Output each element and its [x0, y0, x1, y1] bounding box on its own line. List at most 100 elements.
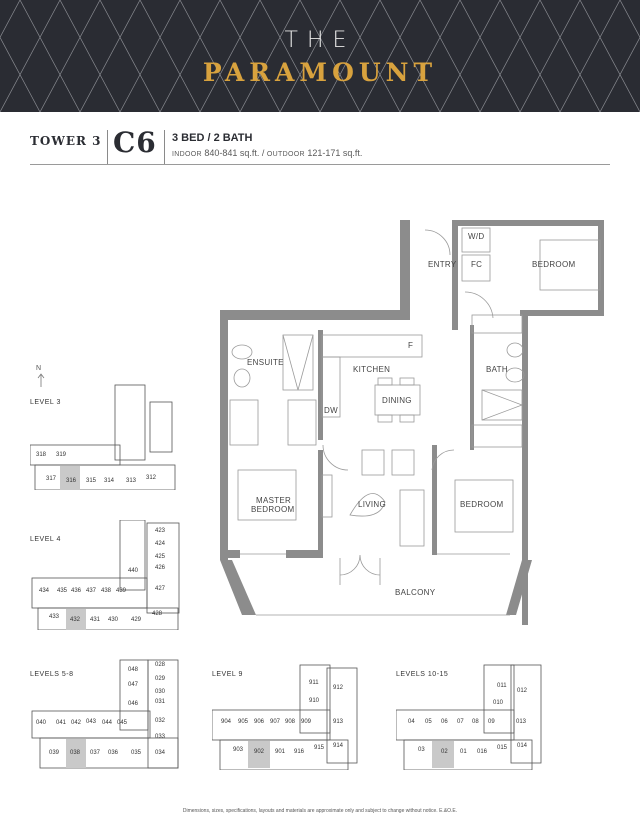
unit-439: 439 [116, 588, 127, 594]
unit-015: 015 [497, 745, 508, 751]
unit-907: 907 [270, 719, 281, 725]
beds-baths: 3 BED / 2 BATH [172, 132, 253, 144]
unit-436: 436 [71, 588, 82, 594]
room-label-bath: BATH [486, 365, 508, 374]
unit-045: 045 [117, 720, 128, 726]
disclaimer: Dimensions, sizes, specifications, layou… [182, 808, 458, 814]
unit-428: 428 [152, 611, 163, 617]
unit-440: 440 [128, 568, 139, 574]
unit-904: 904 [221, 719, 232, 725]
outdoor-value: 121-171 sq.ft. [307, 148, 363, 158]
unit-029: 029 [155, 676, 166, 682]
unit-315: 315 [86, 478, 97, 484]
unit-312: 312 [146, 475, 157, 481]
north-label: N [36, 365, 42, 372]
unit-913: 913 [333, 719, 344, 725]
header-banner: THE PARAMOUNT [0, 0, 640, 112]
unit-06: 06 [441, 719, 448, 725]
room-label-balcony: BALCONY [395, 588, 436, 597]
unit-316: 316 [66, 478, 77, 484]
area-info: INDOOR 840-841 sq.ft. / OUTDOOR 121-171 … [172, 148, 362, 158]
unit-425: 425 [155, 554, 166, 560]
unit-035: 035 [131, 750, 142, 756]
unit-317: 317 [46, 476, 57, 482]
rule-line [30, 164, 610, 165]
unit-903: 903 [233, 747, 244, 753]
unit-048: 048 [128, 667, 139, 673]
unit-010: 010 [493, 700, 504, 706]
room-label-entry: ENTRY [428, 260, 457, 269]
floor-plan: ENTRY W/D FC BEDROOM ENSUITE KITCHEN F D… [210, 210, 620, 710]
unit-910: 910 [309, 698, 320, 704]
unit-438: 438 [101, 588, 112, 594]
unit-916: 916 [294, 749, 305, 755]
unit-915: 915 [314, 745, 325, 751]
keyplan-level3 [30, 384, 176, 490]
unit-905: 905 [238, 719, 249, 725]
unit-038: 038 [70, 750, 81, 756]
suite-info: TOWER 3 C6 3 BED / 2 BATH INDOOR 840-841… [30, 126, 610, 166]
unit-901: 901 [275, 749, 286, 755]
room-label-kitchen: KITCHEN [353, 365, 391, 374]
keyplan-title-level9: LEVEL 9 [212, 671, 243, 678]
divider [107, 130, 108, 164]
brand-name: PARAMOUNT [202, 58, 438, 87]
unit-909: 909 [301, 719, 312, 725]
room-label-wd: W/D [468, 232, 485, 241]
indoor-label: INDOOR [172, 151, 202, 158]
unit-437: 437 [86, 588, 97, 594]
unit-036: 036 [108, 750, 119, 756]
unit-034: 034 [155, 750, 166, 756]
keyplan-title-level3: LEVEL 3 [30, 399, 61, 406]
indoor-value: 840-841 sq.ft. [204, 148, 260, 158]
unit-041: 041 [56, 720, 67, 726]
unit-914: 914 [333, 743, 344, 749]
diamond-pattern [0, 0, 640, 112]
unit-02: 02 [441, 749, 448, 755]
unit-430: 430 [108, 617, 119, 623]
room-label-dining: DINING [382, 396, 412, 405]
unit-319: 319 [56, 452, 67, 458]
unit-code: C6 [113, 126, 157, 159]
unit-040: 040 [36, 720, 47, 726]
room-label-master-2: BEDROOM [251, 505, 295, 514]
brand-the: THE [284, 28, 356, 53]
outdoor-label: OUTDOOR [266, 151, 305, 158]
unit-433: 433 [49, 614, 60, 620]
divider [164, 130, 165, 164]
keyplan-level9 [212, 664, 358, 770]
unit-03: 03 [418, 747, 425, 753]
keyplan-levels10-15 [396, 664, 542, 770]
room-label-fridge: F [408, 341, 414, 350]
unit-016: 016 [477, 749, 488, 755]
room-label-ensuite: ENSUITE [247, 358, 284, 367]
keyplan-title-levels10-15: LEVELS 10-15 [396, 671, 449, 678]
unit-902: 902 [254, 749, 265, 755]
unit-013: 013 [516, 719, 527, 725]
unit-911: 911 [309, 680, 319, 686]
unit-906: 906 [254, 719, 265, 725]
unit-011: 011 [497, 683, 507, 689]
unit-314: 314 [104, 478, 115, 484]
room-label-dw: DW [324, 406, 338, 415]
unit-434: 434 [39, 588, 50, 594]
unit-032: 032 [155, 718, 166, 724]
room-label-fc: FC [471, 260, 483, 269]
unit-424: 424 [155, 541, 166, 547]
unit-042: 042 [71, 720, 82, 726]
unit-031: 031 [155, 699, 166, 705]
unit-047: 047 [128, 682, 139, 688]
keyplan-levels5-8 [31, 659, 179, 769]
unit-028: 028 [155, 662, 166, 668]
unit-09: 09 [488, 719, 495, 725]
unit-427: 427 [155, 586, 166, 592]
unit-313: 313 [126, 478, 137, 484]
area-separator: / [261, 148, 265, 158]
unit-423: 423 [155, 528, 166, 534]
room-label-master-1: MASTER [256, 496, 292, 505]
unit-04: 04 [408, 719, 415, 725]
unit-043: 043 [86, 719, 97, 725]
unit-014: 014 [517, 743, 528, 749]
unit-037: 037 [90, 750, 101, 756]
unit-318: 318 [36, 452, 47, 458]
